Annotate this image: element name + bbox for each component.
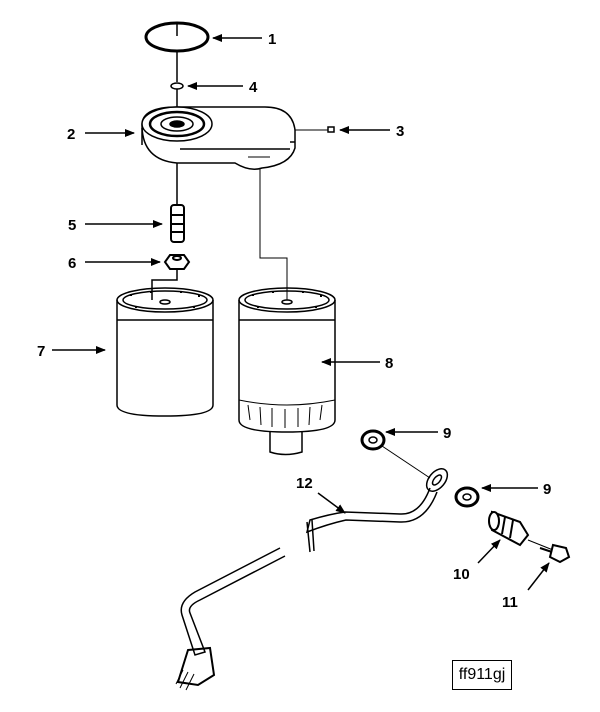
filter-head-part — [141, 106, 296, 170]
plug-part — [327, 126, 335, 133]
nut-part — [163, 254, 191, 270]
figure-id-label: ff911gj — [452, 660, 512, 690]
callout-9b: 9 — [543, 481, 551, 498]
washer-part — [454, 486, 480, 508]
fuel-line-part — [175, 468, 449, 691]
callout-11: 11 — [502, 594, 518, 611]
callout-5: 5 — [68, 217, 76, 234]
nipple-fitting-part — [170, 204, 185, 243]
bleed-screw-part — [539, 543, 571, 564]
seal-part — [170, 82, 184, 90]
callout-3: 3 — [396, 123, 404, 140]
callout-4: 4 — [249, 79, 258, 96]
banjo-bolt-part — [488, 510, 530, 547]
callout-9a: 9 — [443, 425, 451, 442]
callout-12: 12 — [296, 475, 313, 492]
callout-2: 2 — [67, 126, 75, 143]
callout-8: 8 — [385, 355, 393, 372]
callout-6: 6 — [68, 255, 76, 272]
o-ring-part — [144, 21, 210, 53]
callout-10: 10 — [453, 566, 470, 583]
fuel-filter-part — [116, 287, 214, 417]
callout-1: 1 — [268, 31, 276, 48]
washer-part — [360, 429, 386, 451]
callout-7: 7 — [37, 343, 45, 360]
fuel-filter-water-separator-part — [238, 287, 336, 456]
